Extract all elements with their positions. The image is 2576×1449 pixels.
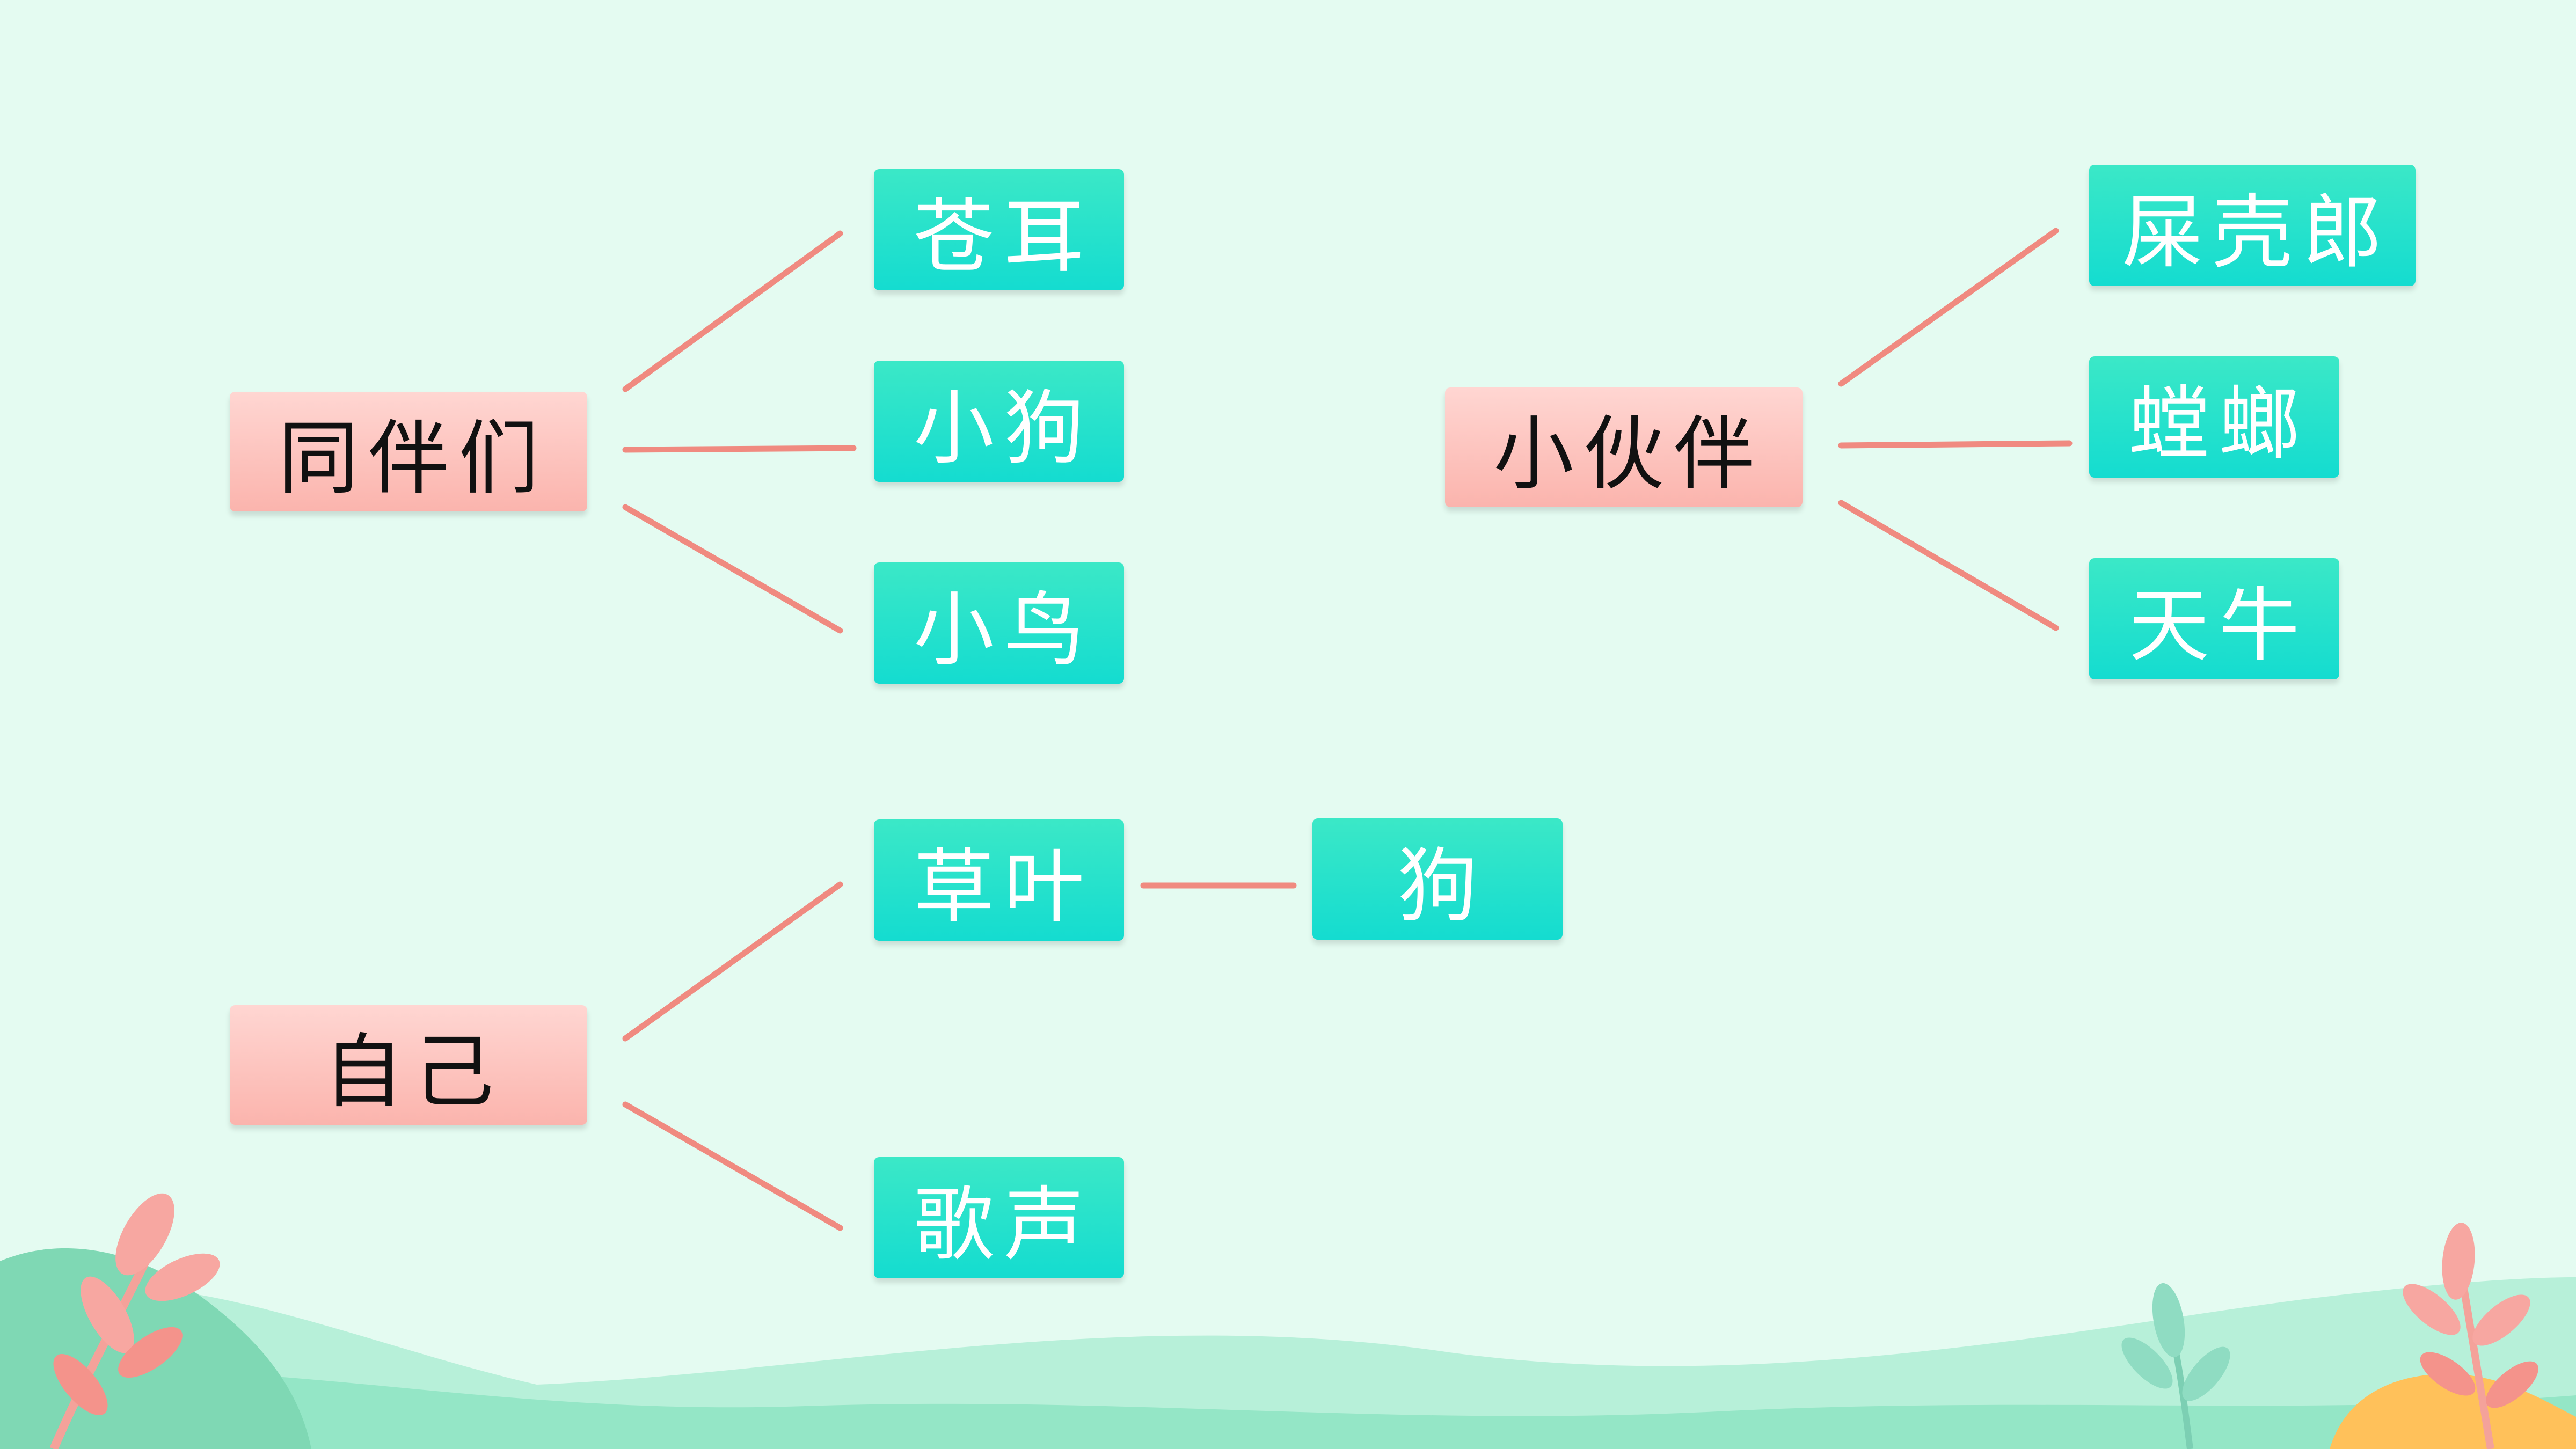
child-node-shikelang: 屎壳郎 (2089, 165, 2416, 286)
child-node-label: 草叶 (913, 840, 1094, 934)
child-node-label: 小狗 (913, 382, 1094, 475)
leaf-node-gou: 狗 (1312, 818, 1563, 940)
root-node-label: 同伴们 (278, 412, 549, 506)
child-node-label: 螳螂 (2128, 377, 2309, 471)
child-node-canger: 苍耳 (874, 169, 1124, 290)
connector-line-g0-c0 (622, 230, 843, 392)
child-node-tanglang: 螳螂 (2089, 356, 2339, 478)
connector-line-g0-c1 (622, 445, 857, 453)
hill-front (0, 1369, 2576, 1449)
connector-line-g2-c0 (622, 881, 843, 1042)
child-node-caoye: 草叶 (874, 819, 1124, 941)
connector-line-g0-c2 (622, 504, 843, 634)
leaf-sprig-left (49, 1193, 220, 1449)
child-node-xiaoniao: 小鸟 (874, 562, 1124, 684)
child-node-label: 小鸟 (913, 583, 1094, 677)
connector-line-g1-c1 (1838, 440, 2073, 449)
child-node-gesheng: 歌声 (874, 1157, 1124, 1278)
leaf-sprig-right-pink (2403, 1223, 2538, 1449)
connector-line-g1-c2 (1838, 500, 2059, 631)
connector-line-g1-c0 (1838, 228, 2059, 387)
child-node-xiaogou: 小狗 (874, 361, 1124, 482)
leaf-sprig-right-green (2121, 1283, 2230, 1449)
child-node-label: 天牛 (2128, 579, 2309, 673)
child-node-label: 屎壳郎 (2121, 186, 2392, 280)
root-node-label: 小伙伴 (1493, 408, 1764, 501)
root-node-xiaohuoban: 小伙伴 (1445, 387, 1803, 507)
root-node-ziji: 自己 (230, 1005, 587, 1125)
child-node-tianniu: 天牛 (2089, 558, 2339, 679)
connector-line-g2-c1 (622, 1101, 843, 1231)
root-node-tongbanmen: 同伴们 (230, 392, 587, 511)
child-node-label: 苍耳 (913, 190, 1094, 284)
leaf-node-label: 狗 (1397, 839, 1487, 933)
child-node-label: 歌声 (913, 1178, 1094, 1272)
root-node-label: 自己 (323, 1026, 503, 1119)
